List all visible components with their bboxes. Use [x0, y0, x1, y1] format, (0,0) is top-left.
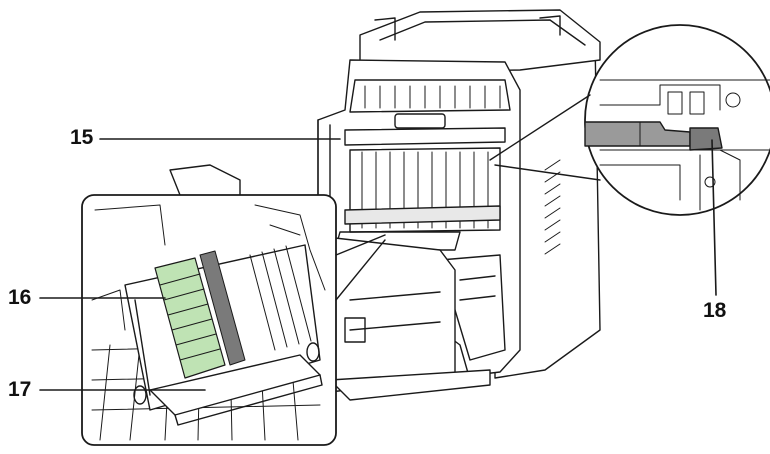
callout-15: 15	[70, 126, 94, 149]
leader-lines	[39, 138, 717, 391]
inset-box	[81, 194, 386, 446]
callout-16: 16	[8, 286, 32, 309]
callout-17: 17	[8, 378, 32, 401]
leader-18	[711, 139, 717, 296]
callout-18: 18	[703, 299, 727, 322]
zoom-circle	[489, 24, 770, 216]
